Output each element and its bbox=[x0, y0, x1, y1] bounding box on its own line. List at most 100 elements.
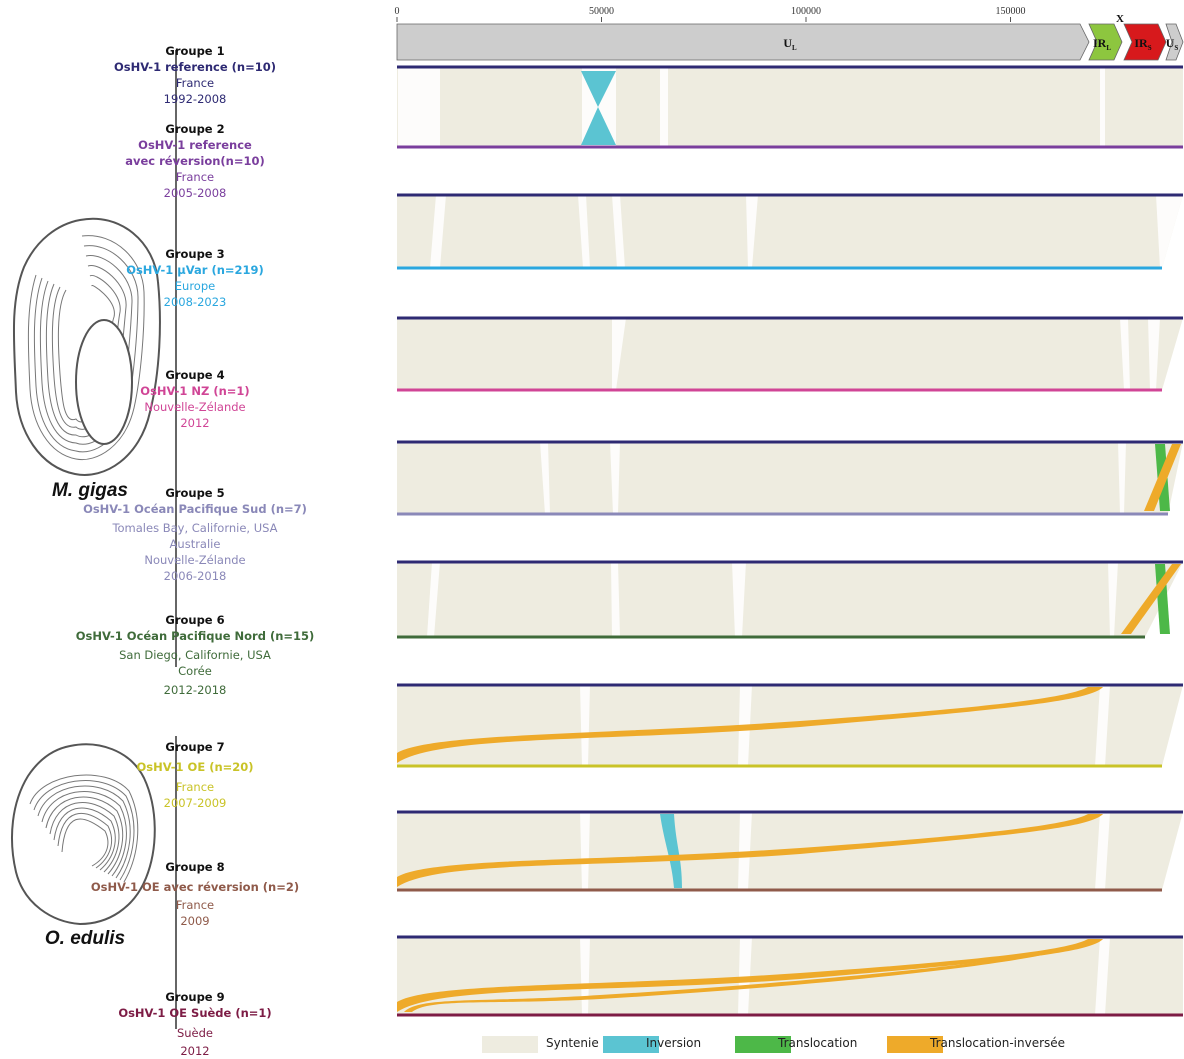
syntenie-gap-2-2 bbox=[578, 195, 590, 268]
group-7-label: Groupe 7 OsHV-1 OE (n=20) France 2007-20… bbox=[0, 739, 390, 811]
synteny-panel-5 bbox=[397, 560, 1183, 639]
o-edulis-shell-ridge-4 bbox=[41, 791, 127, 877]
group-4-title: Groupe 4 bbox=[165, 368, 225, 382]
m-gigas-shell-ridge-1 bbox=[27, 235, 145, 461]
syntenie-gap-4-3 bbox=[1118, 442, 1126, 514]
genome-segment-x-label: X bbox=[1116, 13, 1124, 25]
m-gigas-oyster-drawing bbox=[12, 217, 161, 476]
group-7-meta-2: 2007-2009 bbox=[163, 796, 227, 810]
syntenie-gap-5-2 bbox=[611, 562, 620, 637]
o-edulis-shell-outline bbox=[11, 743, 156, 926]
group-3-meta-2: 2008-2023 bbox=[163, 295, 227, 309]
group-8-title: Groupe 8 bbox=[165, 860, 225, 874]
legend-swatch-translocation bbox=[735, 1036, 791, 1053]
syntenie-gap-6-1 bbox=[580, 685, 590, 766]
group-6-label: Groupe 6 OsHV-1 Océan Pacifique Nord (n=… bbox=[0, 612, 390, 698]
synteny-panel-6 bbox=[397, 683, 1183, 768]
inversion-block-1 bbox=[581, 71, 616, 145]
o-edulis-shell-ridge-6 bbox=[49, 802, 120, 873]
synteny-panel-2 bbox=[397, 193, 1183, 270]
genome-segment-irs bbox=[1123, 23, 1167, 61]
group-4-meta-2: 2012 bbox=[180, 416, 210, 430]
species-o-edulis: O. edulis bbox=[44, 928, 126, 949]
o-edulis-shell-ridge-5 bbox=[45, 796, 124, 875]
group-7-meta-1: France bbox=[175, 780, 215, 794]
group-4-name: OsHV-1 NZ (n=1) bbox=[140, 384, 250, 398]
synteny-panel-4 bbox=[397, 440, 1183, 516]
group-4-meta-1: Nouvelle-Zélande bbox=[144, 400, 246, 414]
syntenie-gap-8-1 bbox=[580, 937, 590, 1015]
syntenie-gap-1-3 bbox=[660, 67, 668, 147]
syntenie-gap-3-1 bbox=[612, 318, 626, 390]
legend-label-translocation-inversee: Translocation-inversée bbox=[930, 1036, 1066, 1050]
group-2-meta-1: France bbox=[175, 170, 215, 184]
o-edulis-shell-ridge-8 bbox=[57, 812, 112, 869]
group-2-label: Groupe 2 OsHV-1 reference avec réversion… bbox=[0, 121, 390, 201]
group-9-meta-2: 2012 bbox=[180, 1044, 210, 1058]
group-2-name: OsHV-1 reference bbox=[138, 138, 252, 152]
legend-label-syntenie: Syntenie bbox=[546, 1036, 599, 1050]
syntenie-gap-5-1 bbox=[427, 562, 440, 637]
group-3-meta-1: Europe bbox=[174, 279, 216, 293]
group-8-meta-2: 2009 bbox=[180, 914, 210, 928]
group-1-name: OsHV-1 reference (n=10) bbox=[114, 60, 276, 74]
syntenie-gap-4-2 bbox=[610, 442, 620, 514]
group-1-title: Groupe 1 bbox=[165, 44, 225, 58]
group-3-label: Groupe 3 OsHV-1 µVar (n=219) Europe 2008… bbox=[0, 246, 390, 310]
legend-swatch-inversion bbox=[603, 1036, 659, 1053]
inversion-block-2 bbox=[660, 814, 682, 888]
group-8-name: OsHV-1 OE avec réversion (n=2) bbox=[90, 880, 300, 894]
genome-segment-us bbox=[1165, 23, 1184, 61]
o-edulis-shell-ridge-7 bbox=[53, 807, 116, 871]
syntenie-gap-1-1 bbox=[398, 67, 440, 147]
group-5-name: OsHV-1 Océan Pacifique Sud (n=7) bbox=[83, 502, 307, 516]
synteny-panels bbox=[397, 65, 1183, 1017]
syntenie-gap-7-2 bbox=[738, 812, 752, 890]
syntenie-band-4 bbox=[397, 442, 1183, 514]
species-m-gigas: M. gigas bbox=[51, 480, 128, 501]
group-1-meta-1: France bbox=[175, 76, 215, 90]
group-2-title: Groupe 2 bbox=[165, 122, 225, 136]
syntenie-gap-4-1 bbox=[540, 442, 550, 514]
group-6-meta-1: San Diego, Californie, USA bbox=[119, 648, 271, 662]
group-7-title: Groupe 7 bbox=[165, 740, 225, 754]
group-8-label: Groupe 8 OsHV-1 OE avec réversion (n=2) … bbox=[0, 859, 390, 929]
legend-swatch-syntenie bbox=[482, 1036, 538, 1053]
group-9-name: OsHV-1 OE Suède (n=1) bbox=[118, 1006, 272, 1020]
group-5-meta-3: Nouvelle-Zélande bbox=[144, 553, 246, 567]
o-edulis-shell-ridge-9 bbox=[61, 818, 109, 867]
synteny-panel-8 bbox=[397, 935, 1183, 1017]
group-3-name: OsHV-1 µVar (n=219) bbox=[126, 263, 264, 277]
syntenie-gap-8-3 bbox=[1095, 937, 1110, 1015]
syntenie-band-2 bbox=[397, 195, 1183, 268]
group-9-label: Groupe 9 OsHV-1 OE Suède (n=1) Suède 201… bbox=[0, 989, 390, 1059]
syntenie-gap-5-3 bbox=[732, 562, 746, 637]
syntenie-gap-7-1 bbox=[580, 812, 590, 890]
group-6-title: Groupe 6 bbox=[165, 613, 225, 627]
translocation-inversee-block-5 bbox=[1121, 564, 1181, 634]
group-1-label: Groupe 1 OsHV-1 reference (n=10) France … bbox=[0, 43, 390, 107]
syntenie-band-5 bbox=[397, 562, 1183, 637]
legend-label-inversion: Inversion bbox=[646, 1036, 702, 1050]
syntenie-gap-2-1 bbox=[430, 195, 446, 268]
legend-label-translocation: Translocation bbox=[778, 1036, 858, 1050]
synteny-panel-3 bbox=[397, 316, 1183, 392]
syntenie-gap-8-2 bbox=[738, 937, 752, 1015]
group-4-label: Groupe 4 OsHV-1 NZ (n=1) Nouvelle-Zéland… bbox=[0, 367, 390, 431]
o-edulis-shell-ridge-2 bbox=[33, 779, 135, 881]
axis-tick-label-0: 0 bbox=[395, 6, 400, 17]
genome-segment-ul bbox=[396, 23, 1090, 61]
oyster-illustrations bbox=[11, 217, 161, 926]
syntenie-gap-2-3 bbox=[612, 195, 625, 268]
syntenie-gap-1-4 bbox=[1100, 67, 1105, 147]
o-edulis-shell-ridge-1 bbox=[29, 774, 139, 883]
group-3-title: Groupe 3 bbox=[165, 247, 225, 261]
axis-tick-label-1: 50000 bbox=[589, 6, 614, 17]
group-5-title: Groupe 5 bbox=[165, 486, 225, 500]
group-5-meta-1: Tomales Bay, Californie, USA bbox=[112, 521, 278, 535]
legend-swatch-translocation-inversee bbox=[887, 1036, 943, 1053]
group-8-meta-1: France bbox=[175, 898, 215, 912]
